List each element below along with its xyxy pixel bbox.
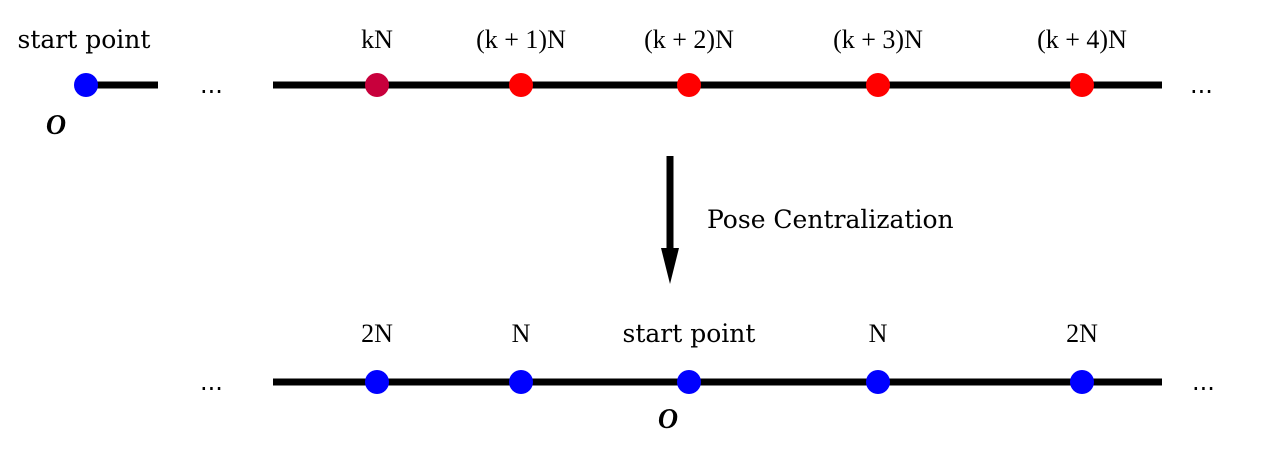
top-ellipsis-mid: ... (200, 71, 223, 99)
top-point-label-3: (k + 3)N (833, 25, 923, 54)
bottom-ellipsis-start: ... (200, 368, 223, 396)
bottom-point-label-3: N (869, 319, 888, 348)
top-point-1 (509, 73, 533, 97)
top-point-label-2: (k + 2)N (644, 25, 734, 54)
bottom-point-4 (1070, 370, 1094, 394)
arrow-label: Pose Centralization (707, 205, 954, 234)
top-point-3 (866, 73, 890, 97)
bottom-ellipsis-end: ... (1192, 368, 1215, 396)
top-origin-label: O (46, 110, 66, 141)
bottom-origin-label: O (658, 404, 678, 435)
top-point-4 (1070, 73, 1094, 97)
top-timeline: ... ... start point O kN (k + 1)N (k + 2)N… (18, 25, 1213, 141)
top-start-point (74, 73, 98, 97)
centralization-arrow: Pose Centralization (661, 156, 954, 284)
bottom-point-1 (509, 370, 533, 394)
top-point-2 (677, 73, 701, 97)
top-ellipsis-end: ... (1190, 71, 1213, 99)
bottom-point-label-4: 2N (1066, 319, 1098, 348)
bottom-point-0 (365, 370, 389, 394)
top-point-0 (365, 73, 389, 97)
top-start-label: start point (18, 25, 151, 54)
top-points: kN (k + 1)N (k + 2)N (k + 3)N (k + 4)N (361, 25, 1127, 97)
bottom-point-label-1: N (512, 319, 531, 348)
bottom-point-2 (677, 370, 701, 394)
bottom-point-3 (866, 370, 890, 394)
top-point-label-4: (k + 4)N (1037, 25, 1127, 54)
bottom-point-label-0: 2N (361, 319, 393, 348)
arrow-head (661, 248, 679, 284)
top-point-label-1: (k + 1)N (476, 25, 566, 54)
top-point-label-0: kN (361, 25, 393, 54)
bottom-point-label-2: start point (623, 319, 756, 348)
